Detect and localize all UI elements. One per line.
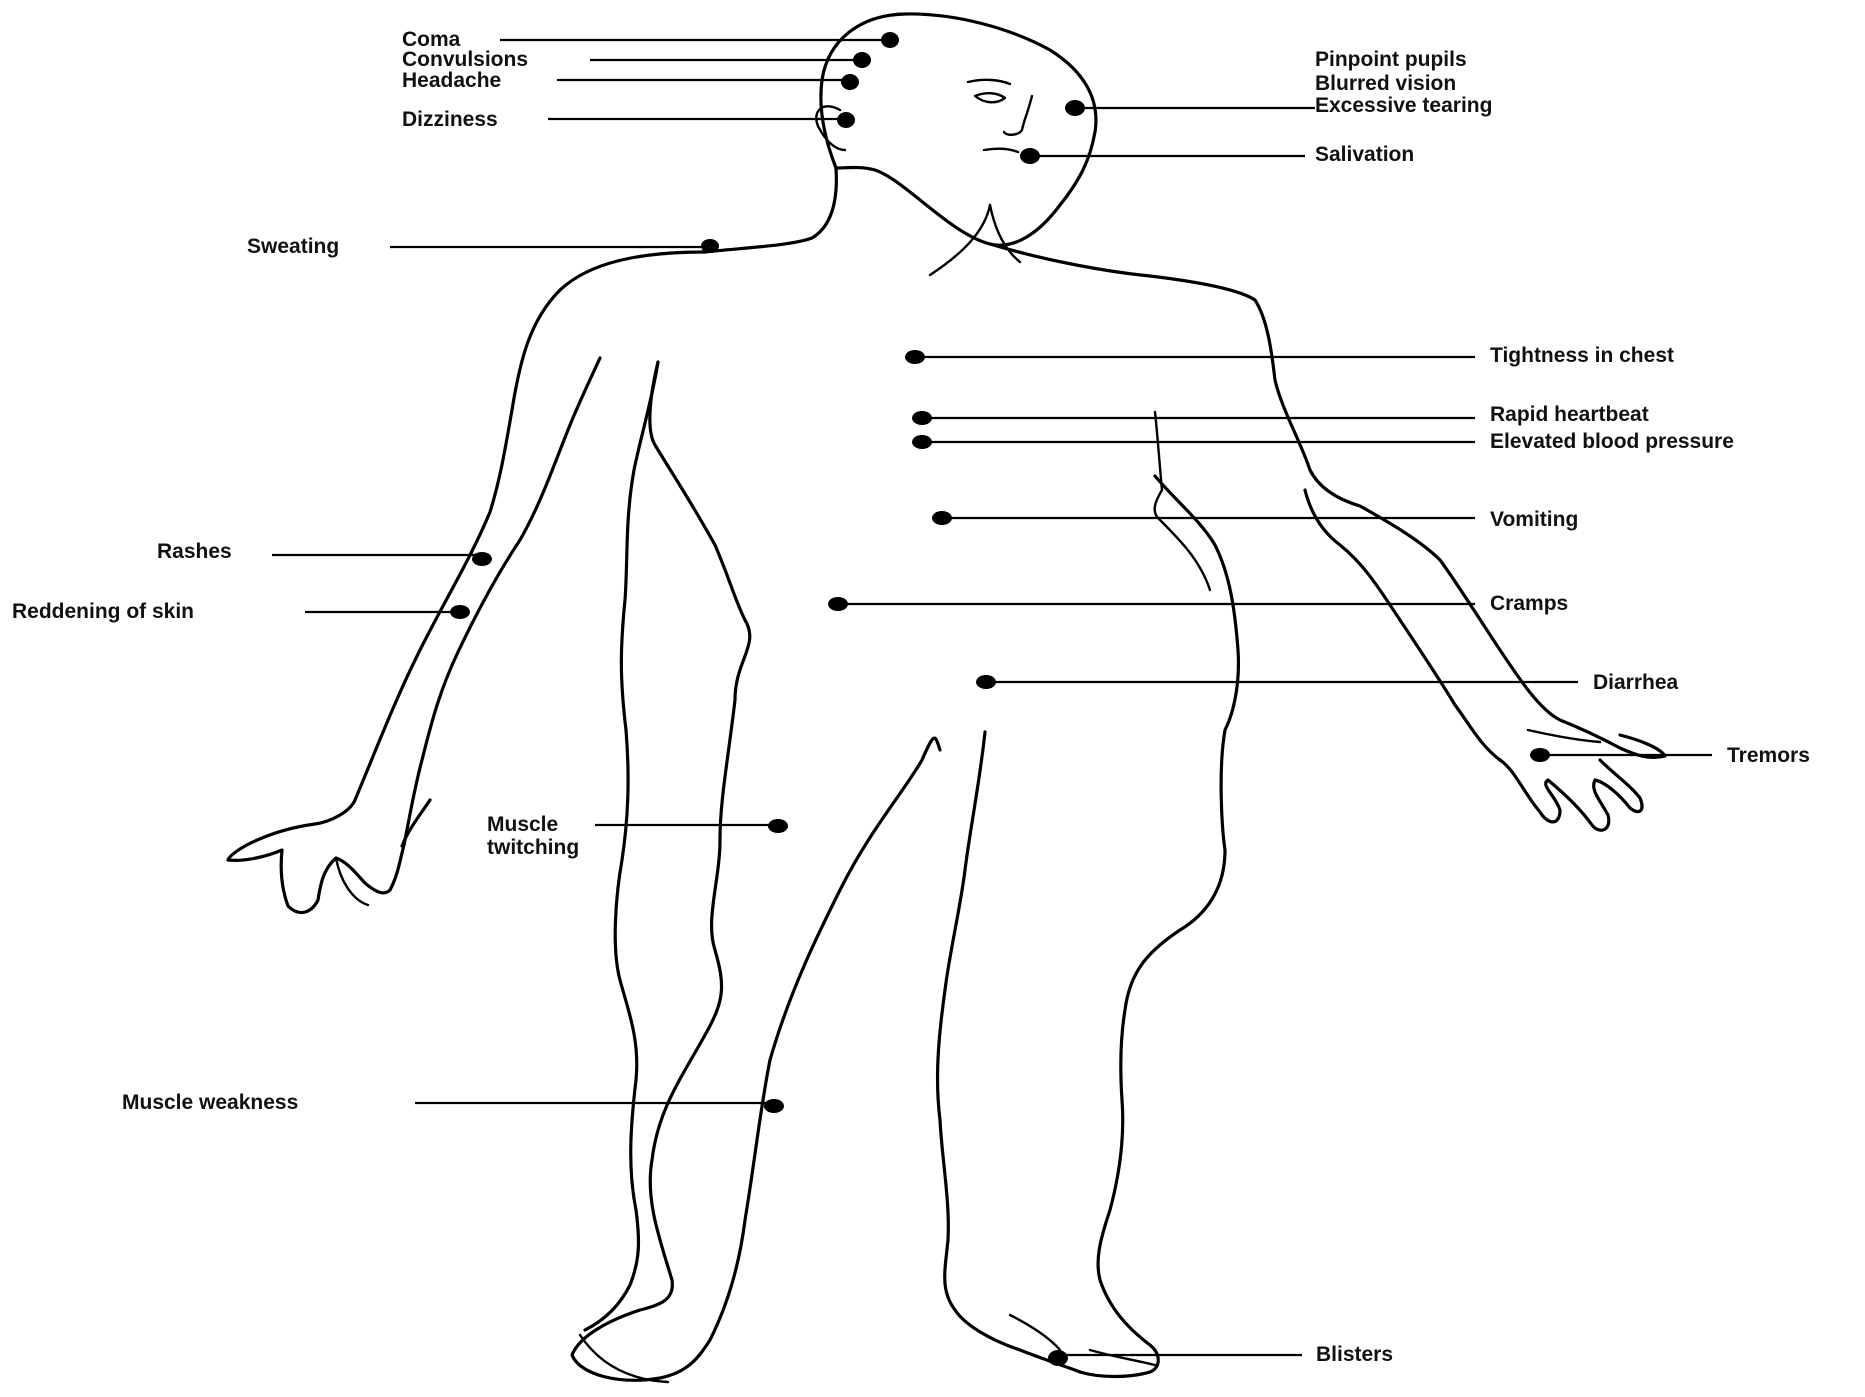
label-muscle-weakness: Muscle weakness (122, 1091, 298, 1114)
marker-rashes (472, 552, 492, 566)
label-rashes: Rashes (157, 540, 232, 563)
marker-muscle-weakness (764, 1099, 784, 1113)
marker-vomiting (932, 511, 952, 525)
marker-salivation (1020, 148, 1040, 164)
symptom-labels: Coma Convulsions Headache Dizziness Pinp… (12, 28, 1810, 1366)
label-excessive-tearing: Excessive tearing (1315, 94, 1492, 117)
label-muscle-twitching-line1: Muscle (487, 813, 558, 836)
marker-dizziness (837, 112, 855, 128)
label-rapid-heartbeat: Rapid heartbeat (1490, 403, 1649, 426)
symptom-markers (450, 32, 1550, 1366)
marker-coma (881, 32, 899, 48)
marker-reddening-of-skin (450, 605, 470, 619)
marker-headache (841, 74, 859, 90)
label-vomiting: Vomiting (1490, 508, 1578, 531)
label-elevated-blood-pressure: Elevated blood pressure (1490, 430, 1734, 453)
leader-lines (272, 40, 1712, 1355)
marker-elevated-blood-pressure (912, 435, 932, 449)
label-tremors: Tremors (1727, 744, 1810, 767)
label-convulsions: Convulsions (402, 48, 528, 71)
label-cramps: Cramps (1490, 592, 1568, 615)
marker-sweating (701, 239, 719, 253)
marker-convulsions (853, 52, 871, 68)
label-salivation: Salivation (1315, 143, 1414, 166)
label-reddening-of-skin: Reddening of skin (12, 600, 194, 623)
label-sweating: Sweating (247, 235, 339, 258)
marker-muscle-twitching (768, 819, 788, 833)
label-pinpoint-pupils: Pinpoint pupils (1315, 48, 1467, 71)
marker-rapid-heartbeat (912, 411, 932, 425)
marker-diarrhea (976, 675, 996, 689)
label-diarrhea: Diarrhea (1593, 671, 1679, 694)
label-blurred-vision: Blurred vision (1315, 72, 1456, 95)
label-muscle-twitching-line2: twitching (487, 836, 579, 859)
label-dizziness: Dizziness (402, 108, 498, 131)
marker-cramps (828, 597, 848, 611)
marker-tightness-in-chest (905, 350, 925, 364)
marker-blisters (1048, 1350, 1068, 1366)
marker-tremors (1530, 748, 1550, 762)
body-outline (228, 14, 1665, 1382)
marker-eyes (1065, 100, 1085, 116)
label-headache: Headache (402, 69, 501, 92)
label-blisters: Blisters (1316, 1343, 1393, 1366)
label-tightness-in-chest: Tightness in chest (1490, 344, 1674, 367)
